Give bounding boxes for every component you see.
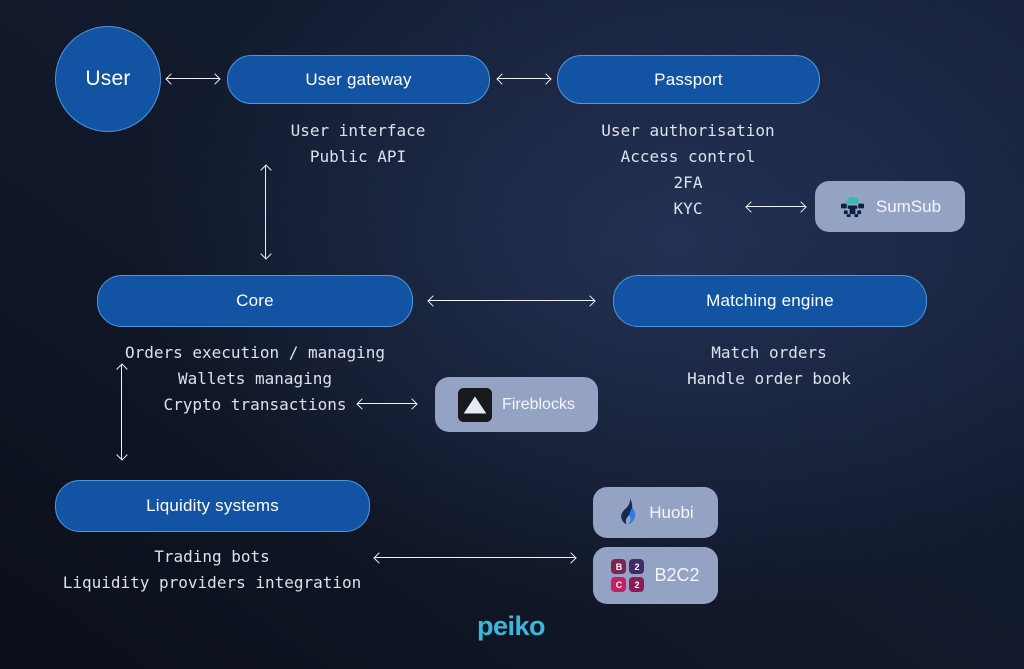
note-line: 2FA [673,173,703,192]
passport-notes: User authorisation Access control 2FA KY… [538,118,838,222]
arrow-core-matching-engine [429,300,594,301]
integration-b2c2-label: B2C2 [654,565,700,585]
arrow-gateway-passport [498,78,550,79]
integration-huobi-label: Huobi [649,502,694,522]
note-line: Handle order book [687,369,851,388]
sumsub-icon [840,196,864,218]
integration-sumsub: SumSub [815,181,965,232]
arrow-liquidity-providers [375,557,575,558]
integration-b2c2: B 2 C 2 B2C2 [593,547,718,604]
peiko-logo: peiko [476,611,546,641]
note-line: User authorisation [601,121,775,140]
note-line: Match orders [711,343,827,362]
b2c2-tile: C [611,577,627,592]
integration-huobi: Huobi [593,487,718,538]
note-line: Orders execution / managing [124,343,386,362]
note-line: Crypto transactions [163,395,347,414]
arrow-kyc-sumsub [747,206,805,207]
user-gateway-notes: User interface Public API [208,118,508,170]
node-liquidity-systems-label: Liquidity systems [146,496,279,515]
note-line: Wallets managing [177,369,333,388]
integration-fireblocks: Fireblocks [435,377,598,432]
integration-sumsub-label: SumSub [875,196,942,216]
liquidity-systems-notes: Trading bots Liquidity providers integra… [42,544,382,596]
b2c2-tile: 2 [629,577,645,592]
note-line: Access control [620,147,756,166]
core-notes: Orders execution / managing Wallets mana… [85,340,425,418]
node-user: User [55,26,161,132]
arrow-core-liquidity [121,365,122,459]
note-line: Trading bots [154,547,270,566]
note-line: Liquidity providers integration [62,573,362,592]
integration-fireblocks-label: Fireblocks [502,395,575,413]
node-matching-engine-label: Matching engine [706,291,834,310]
b2c2-icon: B 2 C 2 [611,559,645,592]
node-passport: Passport [557,55,820,104]
matching-engine-notes: Match orders Handle order book [619,340,919,392]
fireblocks-icon [458,387,493,422]
node-user-label: User [85,67,131,90]
node-liquidity-systems: Liquidity systems [55,480,370,532]
node-matching-engine: Matching engine [613,275,927,327]
arrow-core-fireblocks [358,403,416,404]
node-user-gateway-label: User gateway [305,69,412,89]
node-user-gateway: User gateway [227,55,490,104]
huobi-icon [621,498,636,525]
b2c2-tile: 2 [629,559,645,574]
arrow-user-gateway [167,78,219,79]
node-passport-label: Passport [654,69,723,89]
node-core-label: Core [236,291,274,310]
note-line: Public API [309,147,407,166]
note-line: User interface [290,121,426,140]
b2c2-tile: B [611,559,627,574]
arrow-gateway-core [265,166,266,258]
note-line: KYC [673,199,703,218]
node-core: Core [97,275,413,327]
